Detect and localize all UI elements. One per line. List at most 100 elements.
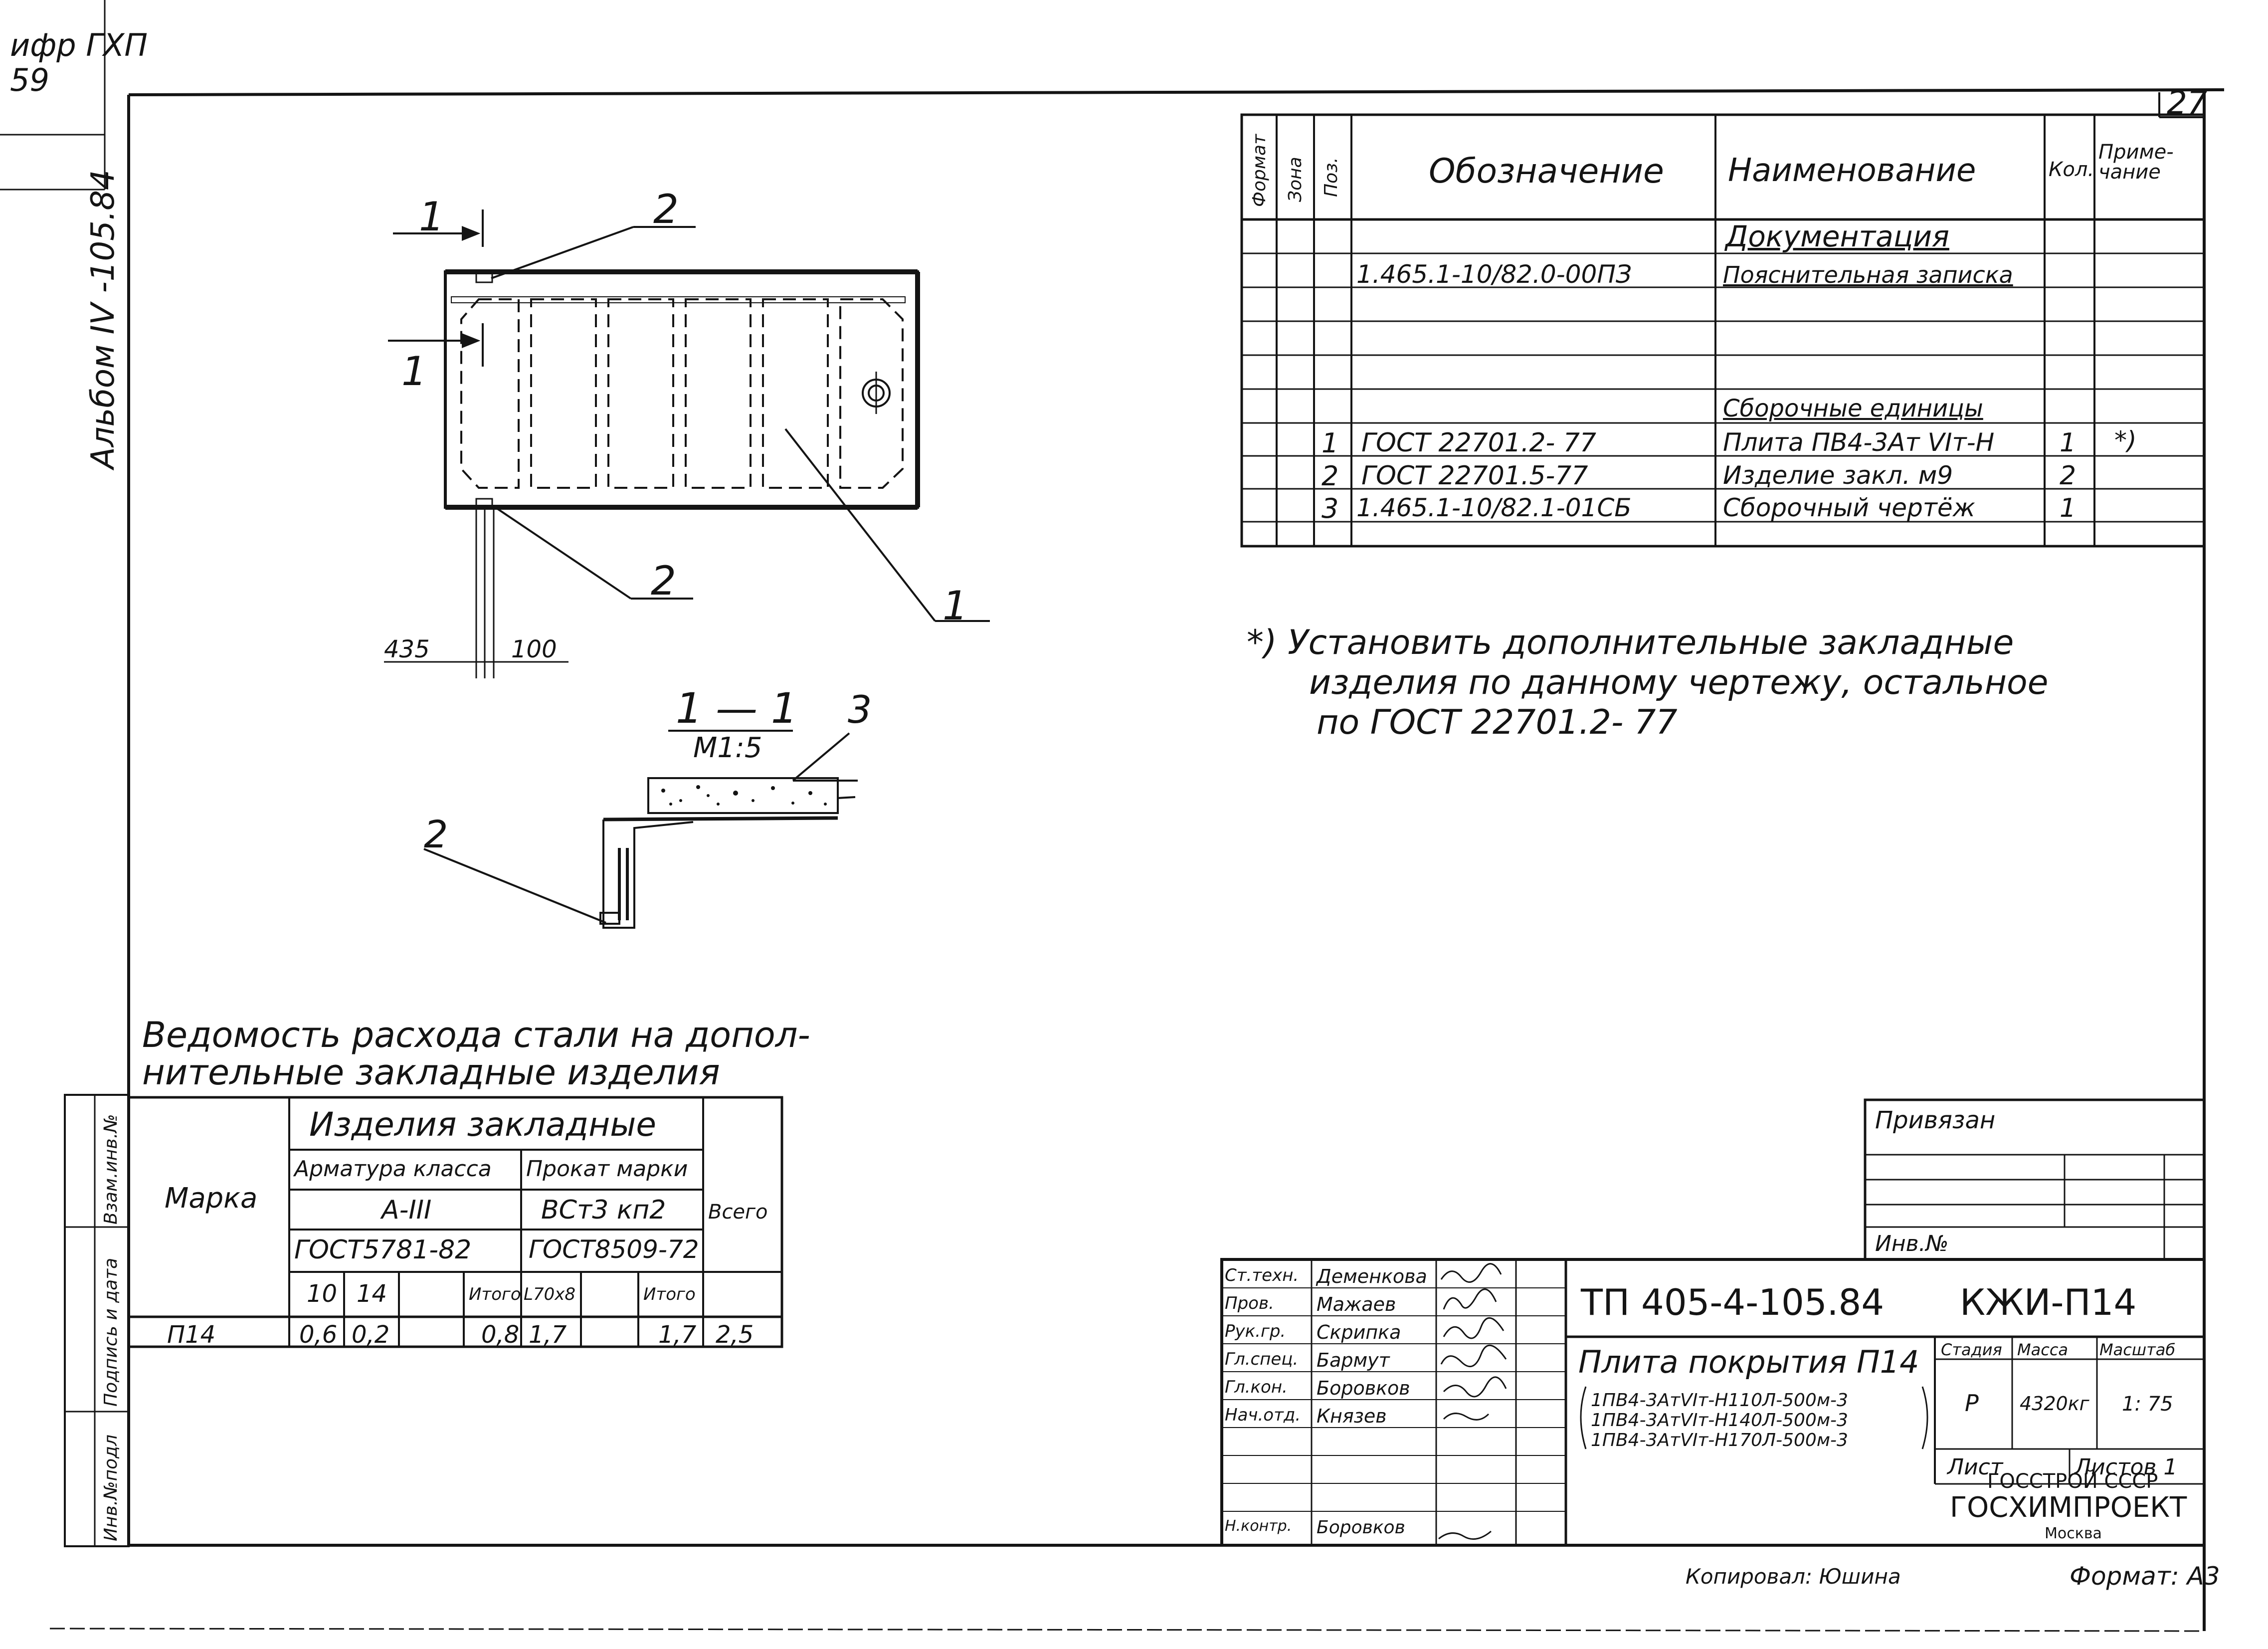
corner-number: 59 (10, 62, 49, 98)
spec-header-name: Наименование (1728, 152, 1976, 189)
footnote-line2: изделия по данному чертежу, остальное (1309, 663, 2049, 702)
steel-row-d10: 0,6 (299, 1321, 338, 1349)
steel-row-itogo2: 1,7 (658, 1321, 697, 1349)
spec-header-zone: Зона (1285, 157, 1306, 202)
tb-org-ministry: ГОССТРОЙ СССР (1987, 1470, 2158, 1493)
spec-row1-designation: ГОСТ 22701.2- 77 (1361, 428, 1596, 458)
spec-row2-designation: ГОСТ 22701.5-77 (1361, 461, 1588, 491)
tb-variant-1: 1ПВ4-3АтVIт-Н110Л-500м-3 (1591, 1390, 1848, 1411)
steel-rolled-gost: ГОСТ8509-72 (529, 1235, 699, 1264)
album-label: Альбом IV -105.84 (85, 170, 122, 469)
tb-code-suffix: КЖИ-П14 (1960, 1281, 2137, 1323)
tb-object-title: Плита покрытия П14 (1578, 1344, 1919, 1380)
tb-stage-header: Стадия (1941, 1340, 2002, 1359)
tb-name-5: Боровков (1317, 1377, 1410, 1399)
steel-rebar-class: А-III (381, 1195, 432, 1225)
steel-title-line2: нительные закладные изделия (142, 1052, 720, 1093)
spec-row2-name: Изделие закл. м9 (1723, 461, 1953, 490)
section-scale: М1:5 (693, 732, 762, 764)
steel-sub-d14: 14 (357, 1280, 387, 1308)
tb-role-5: Гл.кон. (1225, 1377, 1288, 1397)
steel-row-total: 2,5 (716, 1321, 754, 1349)
tb-name-1: Деменкова (1317, 1265, 1427, 1287)
steel-group-header: Изделия закладные (309, 1105, 656, 1144)
tb-name-nkontr: Боровков (1317, 1517, 1405, 1538)
spec-section-docs: Документация (1725, 219, 1949, 253)
steel-sub-itogo1: Итого (469, 1284, 521, 1304)
tb-code: ТП 405-4-105.84 (1581, 1281, 1885, 1323)
plan-cut-label-top: 1 (419, 194, 444, 240)
tb-variant-2: 1ПВ4-3АтVIт-Н140Л-500м-3 (1591, 1410, 1848, 1431)
spec-header-format: Формат (1249, 134, 1270, 207)
tb-role-3: Рук.гр. (1225, 1321, 1286, 1341)
spec-header-qty: Кол. (2049, 158, 2094, 181)
tb-role-nkontr: Н.контр. (1225, 1517, 1292, 1535)
plan-cut-label-side: 1 (401, 348, 427, 395)
stamp-inv-podl: Инв.№подл (101, 1434, 121, 1541)
tb-scale-value: 1: 75 (2122, 1393, 2173, 1416)
spec-row1-note: *) (2114, 426, 2137, 455)
tb-role-6: Нач.отд. (1225, 1405, 1301, 1425)
tb-variant-3: 1ПВ4-3АтVIт-Н170Л-500м-3 (1591, 1430, 1848, 1450)
steel-title-line1: Ведомость расхода стали на допол- (142, 1015, 810, 1055)
tb-name-6: Князев (1317, 1405, 1387, 1427)
steel-row-itogo1: 0,8 (481, 1321, 520, 1349)
section-title: 1 — 1 (676, 684, 798, 733)
privyazan-label: Привязан (1875, 1106, 1996, 1134)
steel-total-header: Всего (708, 1201, 768, 1224)
dimension-100: 100 (511, 635, 557, 663)
footnote-line3: по ГОСТ 22701.2- 77 (1317, 703, 1678, 742)
spec-doc-designation: 1.465.1-10/82.0-00ПЗ (1356, 260, 1632, 289)
spec-row3-qty: 1 (2060, 493, 2077, 523)
plan-callout-1: 1 (943, 583, 968, 629)
tb-name-4: Бармут (1317, 1349, 1390, 1371)
spec-row2-pos: 2 (1322, 460, 1339, 492)
spec-row2-qty: 2 (2060, 461, 2077, 491)
tb-mass-value: 4320кг (2020, 1393, 2089, 1415)
tb-role-1: Ст.техн. (1225, 1265, 1299, 1285)
corner-code: ифр ГХП (10, 27, 148, 63)
steel-rebar-gost: ГОСТ5781-82 (294, 1235, 472, 1265)
stamp-podpis-data: Подпись и дата (101, 1257, 121, 1407)
steel-rolled-grade: ВСт3 кп2 (541, 1195, 666, 1225)
steel-rolled-header: Прокат марки (526, 1156, 688, 1182)
steel-rebar-header: Арматура класса (294, 1156, 492, 1182)
steel-row-d14: 0,2 (352, 1321, 390, 1349)
tb-org-institute: ГОСХИМПРОЕКТ (1950, 1491, 2187, 1524)
spec-row3-name: Сборочный чертёж (1723, 493, 1975, 522)
steel-mark-header: Марка (165, 1182, 258, 1215)
steel-sub-ugol: L70х8 (524, 1284, 575, 1304)
tb-city: Москва (2045, 1525, 2102, 1542)
footnote-line1: *) Установить дополнительные закладные (1247, 623, 2014, 662)
steel-sub-d10: 10 (307, 1280, 338, 1308)
tb-name-3: Скрипка (1317, 1321, 1401, 1343)
plan-callout-2-bottom: 2 (651, 558, 676, 604)
tb-mass-header: Масса (2017, 1340, 2069, 1359)
plan-callout-2-top: 2 (653, 186, 679, 232)
tb-scale-header: Масштаб (2099, 1340, 2176, 1359)
stamp-vzam-inv: Взам.инв.№ (101, 1114, 121, 1225)
spec-row1-pos: 1 (1322, 427, 1339, 459)
spec-header-designation: Обозначение (1429, 152, 1664, 191)
tb-role-2: Пров. (1225, 1293, 1274, 1313)
tb-sheets-header: Листов 1 (2075, 1454, 2178, 1480)
spec-header-note: Приме-чание (2098, 141, 2174, 184)
copied-by: Копировал: Юшина (1686, 1564, 1901, 1589)
spec-row1-qty: 1 (2060, 428, 2077, 458)
spec-row1-name: Плита ПВ4-3Ат VIт-Н (1723, 428, 1995, 457)
section-callout-2: 2 (424, 812, 448, 856)
steel-row-mark: П14 (167, 1321, 216, 1349)
dimension-435: 435 (384, 635, 430, 663)
spec-row3-pos: 3 (1322, 493, 1339, 524)
privyazan-inv: Инв.№ (1875, 1231, 1949, 1256)
steel-row-ugol: 1,7 (529, 1321, 567, 1349)
spec-doc-name: Пояснительная записка (1723, 261, 2013, 288)
spec-row3-designation: 1.465.1-10/82.1-01СБ (1356, 493, 1632, 522)
tb-sheet-header: Лист (1947, 1454, 2003, 1480)
spec-header-pos: Поз. (1321, 157, 1341, 197)
sheet-number: 27 (2167, 85, 2208, 122)
tb-stage-value: Р (1965, 1390, 1979, 1417)
steel-sub-itogo2: Итого (643, 1284, 696, 1304)
section-callout-3: 3 (848, 687, 872, 732)
